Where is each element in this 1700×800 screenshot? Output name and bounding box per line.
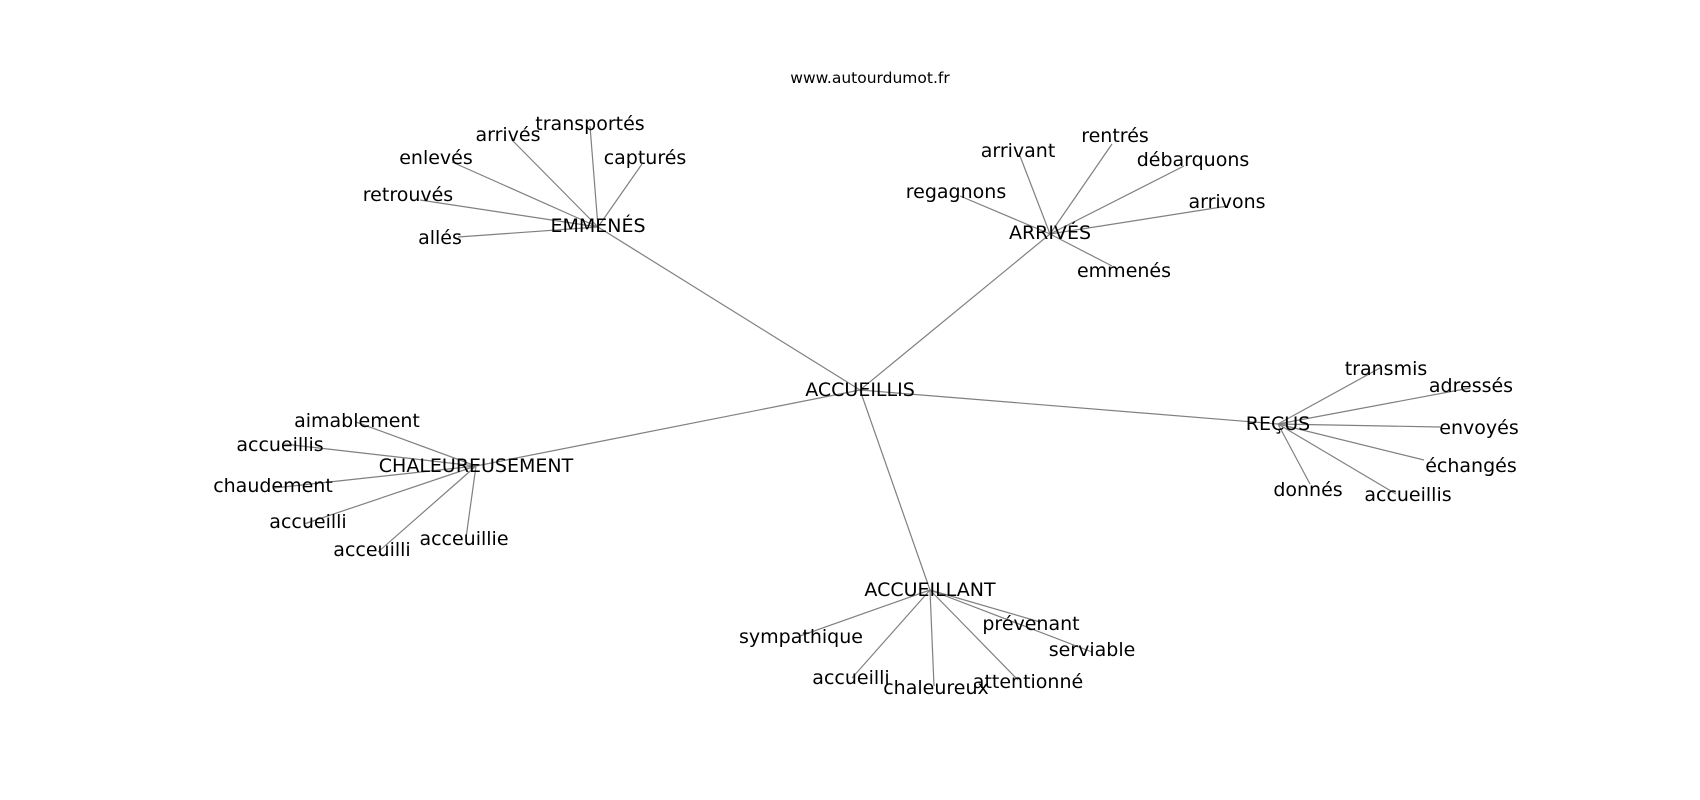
leaf-node-label: acceuilli [333,539,410,561]
hub-node-label: REÇUS [1246,413,1310,435]
edge-hub-to-leaf [451,161,599,228]
edge-hub-to-leaf [1277,423,1397,495]
edge-hub-to-leaf [1277,367,1381,425]
leaf-node-label: capturés [604,147,687,169]
leaf-node-label: aimablement [294,410,420,432]
edge-hub-to-leaf [355,421,477,467]
hub-node-label: EMMENÉS [550,214,645,237]
leaf-node-label: transmis [1345,358,1428,380]
edge-hub-to-leaf [1277,387,1471,425]
edge-hub-to-leaf [597,163,643,228]
edge-hub-to-leaf [1019,155,1051,235]
edge-center-to-hub [859,389,931,591]
edge-hub-to-leaf [377,465,477,553]
leaf-node-label: chaudement [213,475,333,497]
leaf-node-label: chaleureux [883,677,989,699]
edge-hub-to-leaf [419,199,599,228]
leaf-node-label: accueilli [269,511,346,533]
hub-node-label: ARRIVÉS [1009,221,1091,244]
edge-hub-to-leaf [1049,143,1113,235]
edge-center-to-hub [475,389,861,467]
leaf-node-label: emmenés [1077,260,1171,282]
leaf-node-label: débarquons [1137,149,1250,171]
edge-hub-to-leaf [511,139,599,228]
leaf-node-label: transportés [535,113,644,135]
edge-hub-to-leaf [929,589,935,687]
leaf-node-label: arrivés [475,124,540,146]
leaf-node-label: échangés [1425,455,1517,477]
leaf-node-label: regagnons [906,181,1006,203]
labels-layer: ACCUEILLISEMMENÉSallésretrouvésenlevésar… [213,113,1519,699]
edge-hub-to-leaf [959,195,1051,235]
leaf-node-label: retrouvés [363,184,453,206]
leaf-node-label: adressés [1429,375,1513,397]
edge-hub-to-leaf [851,589,931,679]
edge-center-to-hub [597,226,861,391]
hub-node-label: CHALEUREUSEMENT [379,455,574,477]
edge-hub-to-leaf [929,589,1041,623]
edge-hub-to-leaf [929,589,1019,681]
leaf-node-label: allés [418,227,462,249]
edge-hub-to-leaf [283,443,477,467]
leaf-node-label: arrivant [981,140,1056,162]
leaf-node-label: donnés [1273,479,1342,501]
edge-hub-to-leaf [589,125,599,228]
edge-hub-to-leaf [1277,423,1441,428]
center-node-label: ACCUEILLIS [805,379,915,401]
site-watermark: www.autourdumot.fr [790,69,950,87]
edge-hub-to-leaf [1049,205,1229,235]
edge-hub-to-leaf [465,465,477,539]
leaf-node-label: accueillis [236,434,323,456]
edge-hub-to-leaf [273,465,477,489]
edge-hub-to-leaf [1277,423,1311,485]
leaf-node-label: arrivons [1188,191,1265,213]
leaf-node-label: serviable [1049,639,1136,661]
edge-hub-to-leaf [1049,233,1113,267]
leaf-node-label: accueillis [1364,484,1451,506]
leaf-node-label: sympathique [739,626,863,648]
edge-hub-to-leaf [303,465,477,525]
leaf-node-label: envoyés [1439,417,1518,439]
edge-hub-to-leaf [929,589,1093,653]
leaf-node-label: prévenant [982,613,1079,635]
edges-layer [273,125,1471,687]
leaf-node-label: acceuillie [419,528,508,550]
edge-hub-to-leaf [799,589,931,637]
edge-hub-to-leaf [1277,423,1425,461]
edge-hub-to-leaf [457,226,599,238]
edge-center-to-hub [859,233,1051,391]
leaf-node-label: attentionné [973,671,1083,693]
edge-hub-to-leaf [1049,165,1185,235]
leaf-node-label: enlevés [399,147,473,169]
leaf-node-label: accueilli [812,667,889,689]
hub-node-label: ACCUEILLANT [864,579,996,601]
edge-center-to-hub [859,389,1279,425]
leaf-node-label: rentrés [1081,125,1149,147]
